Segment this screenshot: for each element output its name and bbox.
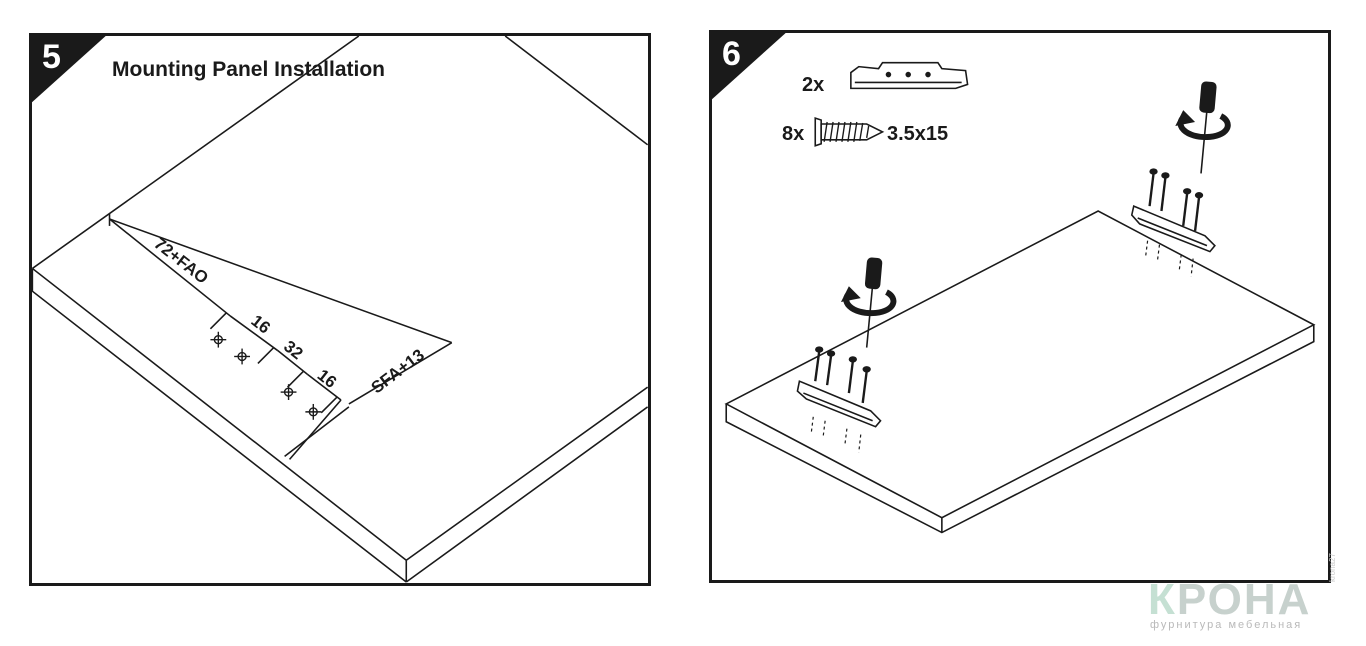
dim-label-sfa-13: SFA+13 [368,345,428,397]
hole-markers [210,331,322,420]
brand-watermark: КРОНА фурнитура мебельная krona27 [1148,553,1348,638]
dim-label-32: 32 [280,337,306,363]
step-corner-badge [712,33,789,102]
brand-logo: КРОНА [1148,578,1311,622]
step-number: 5 [42,38,61,76]
step-5-panel: 72+FAO 16 32 16 SFA+13 5 Mounting Panel … [29,33,651,586]
dim-label-16-b: 16 [314,365,340,391]
screw-quantity: 8x [782,123,805,145]
mounting-plate-icon [850,61,969,90]
screwdriver-left [840,257,897,348]
step-number: 6 [722,35,741,73]
dim-label-72-fao: 72+FAO [151,234,212,288]
panel-marking-diagram: 72+FAO 16 32 16 SFA+13 [32,36,648,583]
brand-logo-rest: РОНА [1176,575,1312,624]
mounting-plate-right [1130,205,1216,253]
screw-icon [814,116,885,147]
step-title: Mounting Panel Installation [112,58,385,81]
screw-spec: 3.5x15 [887,123,949,145]
dim-label-16-a: 16 [248,311,274,337]
mounting-plate-left [796,380,882,428]
screwdriver-right [1175,81,1231,174]
plate-quantity: 2x [802,74,825,96]
assembly-diagram [724,61,1316,534]
step-6-panel: 6 2x 8x 3.5x15 [709,30,1331,583]
brand-tagline: фурнитура мебельная [1150,619,1303,631]
brand-logo-first-letter: К [1148,575,1177,624]
step-corner-badge [32,36,109,105]
brand-side-text: krona27 [1328,553,1337,582]
